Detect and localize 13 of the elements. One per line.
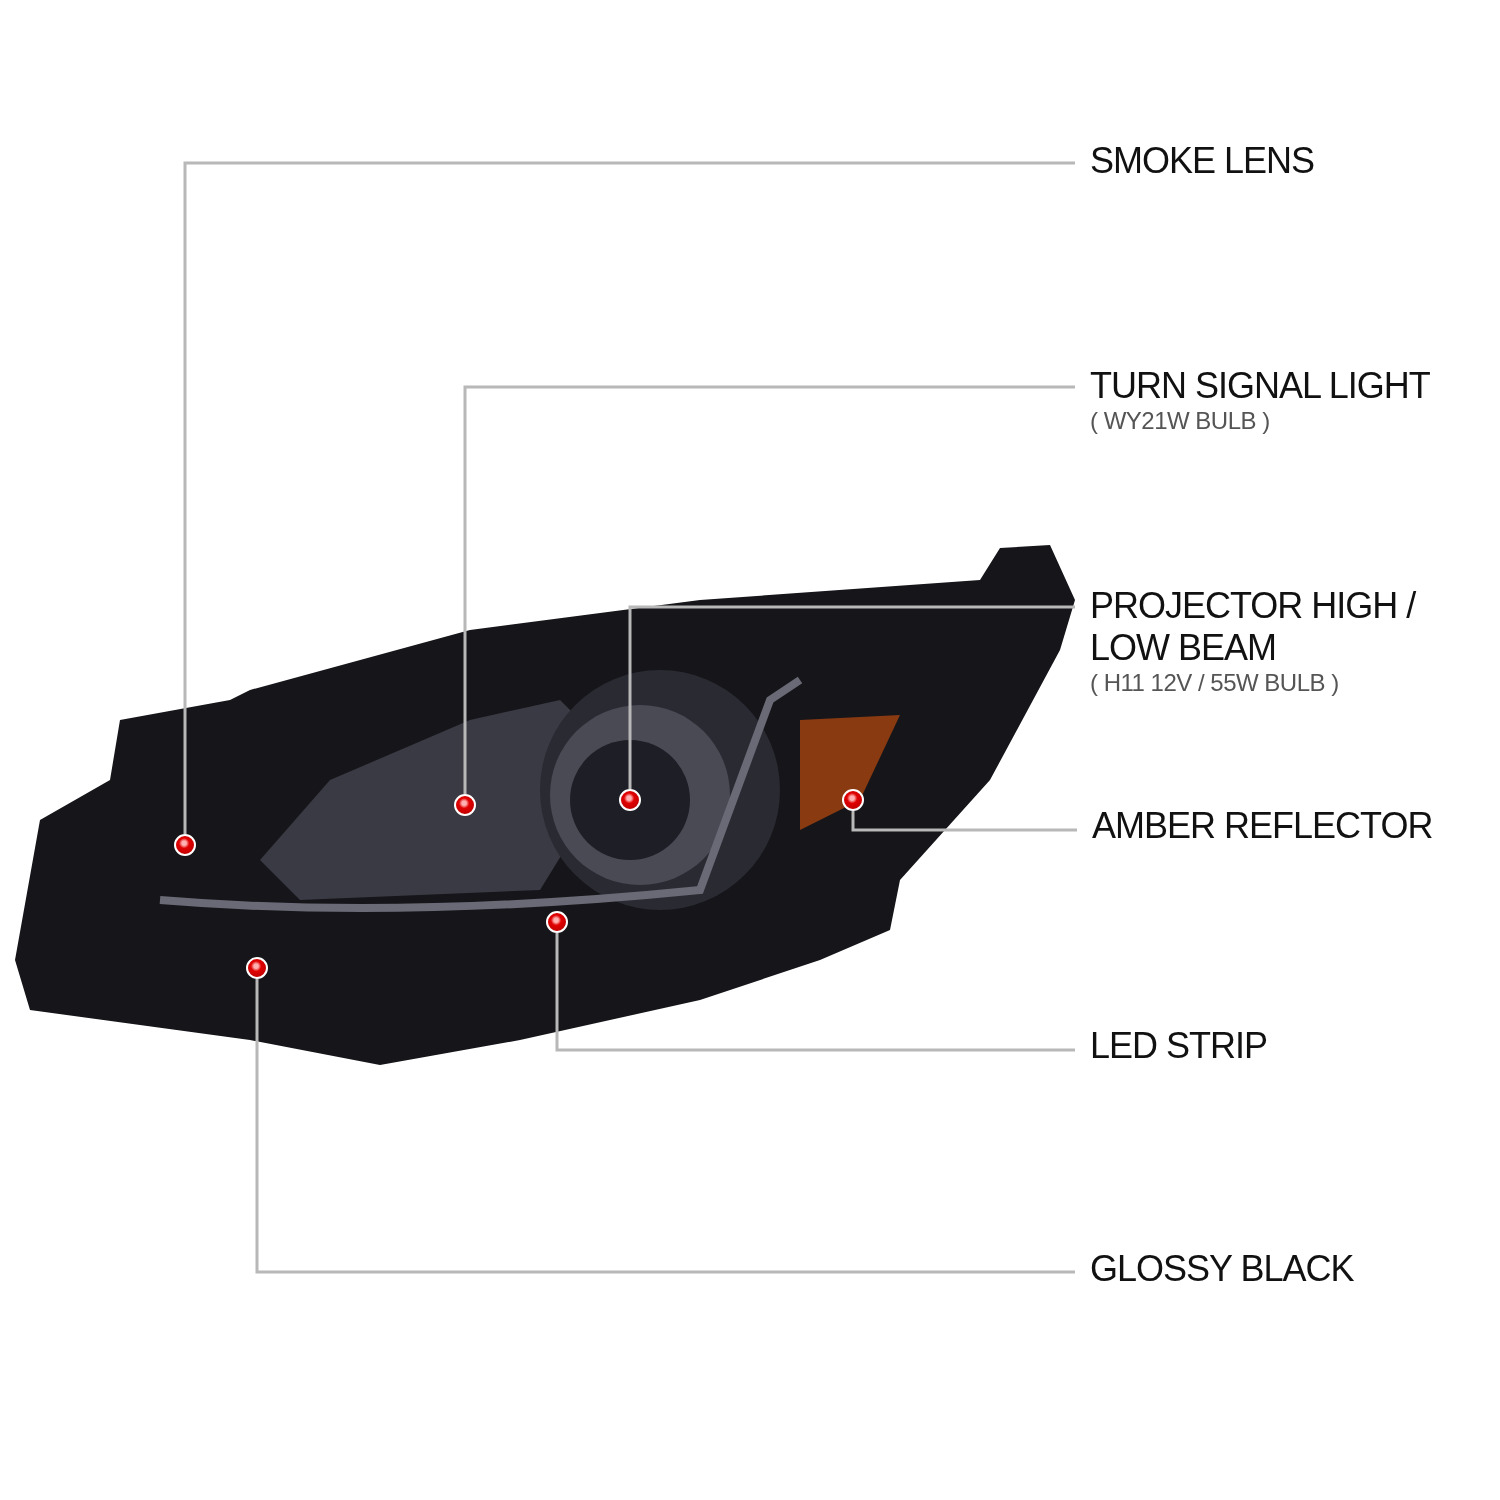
part-name: PROJECTOR HIGH / LOW BEAM bbox=[1090, 585, 1417, 669]
leader-line bbox=[851, 811, 1077, 832]
leader-line bbox=[255, 979, 1075, 1274]
part-name: SMOKE LENS bbox=[1090, 140, 1316, 182]
leader-line bbox=[555, 933, 1075, 1052]
part-name: LED STRIP bbox=[1090, 1025, 1269, 1067]
leader-line bbox=[183, 161, 1075, 834]
bulb-spec: ( H11 12V / 55W BULB ) bbox=[1090, 669, 1340, 697]
leader-line bbox=[463, 385, 1075, 794]
part-name: AMBER REFLECTOR bbox=[1092, 805, 1434, 847]
part-name: GLOSSY BLACK bbox=[1090, 1248, 1355, 1290]
part-name: TURN SIGNAL LIGHT bbox=[1090, 365, 1431, 407]
bulb-spec: ( WY21W BULB ) bbox=[1090, 407, 1271, 435]
